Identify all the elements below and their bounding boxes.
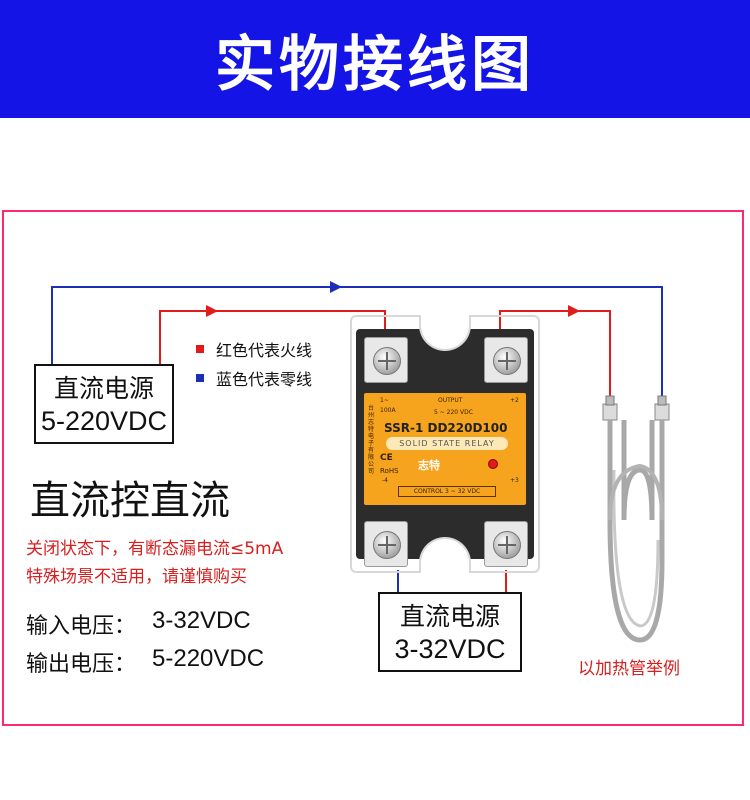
relay-pin3: +3 bbox=[510, 477, 519, 484]
spec-output-label: 输出电压： bbox=[26, 652, 137, 677]
red-wire-source bbox=[159, 305, 218, 364]
relay-current: 100A bbox=[380, 407, 396, 414]
dc-source-control-range: 3-32VDC bbox=[394, 634, 506, 664]
mode-title: 直流控直流 bbox=[30, 478, 230, 524]
dc-source-control-title: 直流电源 bbox=[399, 603, 500, 631]
legend-red-label: 红色代表火线 bbox=[216, 341, 313, 360]
relay-brand: 志特 bbox=[418, 459, 440, 472]
rohs-mark: RoHS bbox=[380, 467, 399, 475]
relay-control-range: CONTROL 3 ~ 32 VDC bbox=[398, 486, 496, 497]
screw-icon bbox=[493, 347, 521, 375]
screw-icon bbox=[373, 347, 401, 375]
spec-input-value: 3-32VDC bbox=[152, 607, 251, 634]
screw-icon bbox=[373, 531, 401, 559]
relay-pin1: 1~ bbox=[380, 397, 389, 404]
relay-terminal-4 bbox=[484, 521, 528, 567]
dc-source-output-range: 5-220VDC bbox=[40, 406, 168, 436]
legend-blue: 蓝色代表零线 bbox=[196, 366, 312, 390]
legend-red-swatch bbox=[196, 345, 204, 353]
spec-output: 输出电压： 5-220VDC bbox=[26, 645, 264, 678]
dc-source-control-box: 直流电源 3-32VDC bbox=[378, 592, 522, 672]
relay-type-banner: SOLID STATE RELAY bbox=[386, 437, 508, 450]
relay-mount-notch-bottom bbox=[419, 537, 471, 573]
diagram-frame bbox=[2, 210, 744, 726]
relay-terminal-3 bbox=[364, 521, 408, 567]
relay-model: SSR-1 DD220D100 bbox=[384, 421, 508, 435]
relay-output-label: OUTPUT bbox=[438, 397, 463, 404]
relay-company: 台州志特电子有限公司 bbox=[368, 405, 375, 475]
blue-wire-source bbox=[51, 281, 342, 364]
solid-state-relay: 台州志特电子有限公司 1~ OUTPUT +2 100A 5 ~ 220 VDC… bbox=[350, 315, 540, 573]
red-wire-relay-out bbox=[499, 305, 580, 330]
legend-red: 红色代表火线 bbox=[196, 337, 312, 361]
legend-blue-swatch bbox=[196, 374, 204, 382]
red-wire-relay-in bbox=[216, 310, 386, 330]
relay-pin4: -4 bbox=[382, 477, 388, 484]
note-warning: 特殊场景不适用，请谨慎购买 bbox=[26, 567, 247, 587]
screw-icon bbox=[493, 531, 521, 559]
relay-pin2: +2 bbox=[510, 397, 519, 404]
spec-input-label: 输入电压： bbox=[26, 614, 137, 639]
red-wire-heater bbox=[578, 310, 611, 406]
spec-output-value: 5-220VDC bbox=[152, 645, 265, 672]
note-leakage: 关闭状态下，有断态漏电流≤5mA bbox=[26, 539, 284, 559]
relay-output-range: 5 ~ 220 VDC bbox=[434, 409, 473, 416]
heater-caption: 以加热管举例 bbox=[578, 659, 680, 679]
blue-wire-heater bbox=[340, 286, 663, 406]
relay-terminal-2 bbox=[484, 337, 528, 383]
page-title: 实物接线图 bbox=[215, 29, 535, 100]
legend-blue-label: 蓝色代表零线 bbox=[216, 370, 313, 389]
indicator-led-icon bbox=[488, 459, 498, 469]
relay-terminal-1 bbox=[364, 337, 408, 383]
ce-mark: CE bbox=[380, 453, 393, 463]
dc-source-output-title: 直流电源 bbox=[53, 375, 154, 403]
spec-input: 输入电压： 3-32VDC bbox=[26, 607, 251, 640]
relay-label: 台州志特电子有限公司 1~ OUTPUT +2 100A 5 ~ 220 VDC… bbox=[364, 393, 526, 505]
dc-source-output-box: 直流电源 5-220VDC bbox=[34, 364, 174, 444]
header-banner: 实物接线图 bbox=[0, 0, 750, 118]
